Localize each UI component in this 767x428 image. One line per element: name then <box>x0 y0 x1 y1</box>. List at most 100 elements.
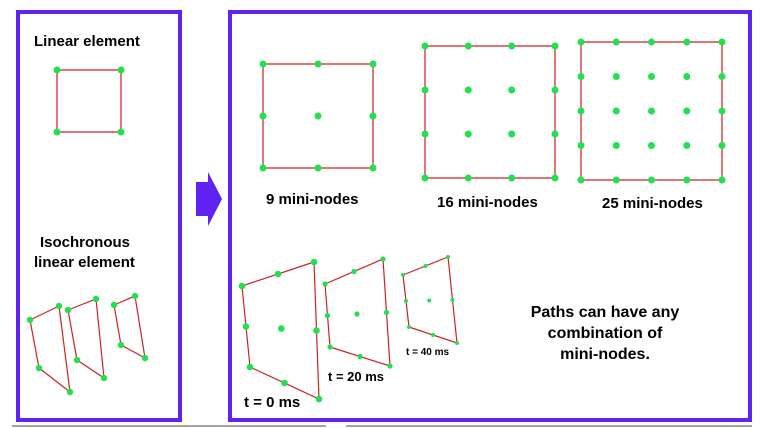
time-40-element-node <box>446 255 450 259</box>
time-40-label: t = 40 ms <box>406 347 450 358</box>
time-20-element-node <box>357 353 363 360</box>
iso-element-c-node <box>141 354 149 362</box>
note-line1: Paths can have any <box>530 304 680 321</box>
iso-element-b-node <box>73 356 81 364</box>
grid-25-node <box>577 38 585 46</box>
linear-element-node <box>117 66 125 74</box>
iso-element-c-node <box>117 341 125 349</box>
grid-25-node <box>648 107 655 115</box>
linear-element-node <box>53 66 61 74</box>
time-0-element-node <box>274 270 282 278</box>
iso-element-b-outline <box>67 298 105 380</box>
grid-25-node <box>683 176 691 184</box>
time-0-element-node <box>242 323 250 330</box>
grid-9-node <box>314 60 322 68</box>
time-20-element-node <box>322 281 328 287</box>
iso-element-a-outline <box>29 305 71 394</box>
grid-25-node <box>577 176 585 184</box>
grid-16-node <box>464 42 472 50</box>
grid-25-node <box>683 73 691 80</box>
grid-16-node <box>421 174 429 182</box>
right-panel-frame <box>228 10 752 422</box>
time-0-element-node <box>281 379 288 387</box>
grid-16-node <box>508 42 516 50</box>
grid-16-node <box>464 86 472 94</box>
iso-element-a-node <box>55 302 63 310</box>
grid-25-node <box>612 176 620 184</box>
time-20-element-node <box>383 309 390 316</box>
grid-9-node <box>369 60 377 68</box>
grid-25-node <box>612 38 620 46</box>
time-0-element-node <box>238 282 246 290</box>
time-40-element-node <box>404 299 408 303</box>
grid-9-node <box>369 164 377 172</box>
iso-element-a-node <box>66 388 74 396</box>
grid-25-node <box>718 142 726 149</box>
time-40-element-node <box>450 298 455 302</box>
grid-25-node <box>577 73 585 80</box>
time-0-label: t = 0 ms <box>244 394 301 411</box>
grid-25-node <box>718 73 726 80</box>
time-40-element-node <box>427 298 432 303</box>
grid-25-node <box>577 142 585 149</box>
grid-25-node <box>612 107 620 115</box>
time-0-element-node <box>246 363 254 371</box>
iso-element-a-node <box>35 364 43 372</box>
grid-16-node <box>551 174 559 182</box>
grid-16-node <box>508 86 516 94</box>
grid-25-node <box>648 142 655 149</box>
grid-25-label: 25 mini-nodes <box>602 195 703 212</box>
grid-9-node <box>259 112 267 120</box>
time-20-element-node <box>351 268 357 275</box>
grid-16-node <box>464 174 472 182</box>
linear-element-outline <box>56 69 122 133</box>
iso-element-c-node <box>110 301 118 309</box>
grid-16-node <box>551 130 559 138</box>
time-40-element-node <box>407 325 411 329</box>
grid-16-node <box>551 86 559 94</box>
grid-25-node <box>683 142 691 149</box>
time-20-element-node <box>327 344 333 350</box>
iso-element-a-node <box>26 316 34 324</box>
grid-25-node <box>648 176 655 184</box>
time-20-element-node <box>387 363 393 369</box>
drawing-layer <box>26 38 726 403</box>
time-20-element-node <box>354 311 360 317</box>
note-line3: mini-nodes. <box>560 346 650 363</box>
iso-element-b-node <box>64 306 72 314</box>
time-0-element-node <box>313 327 320 334</box>
iso-element-c-outline <box>113 295 146 360</box>
time-0-element-node <box>315 395 323 403</box>
grid-25-node <box>718 38 726 46</box>
left-panel-frame <box>16 10 182 422</box>
grid-16-node <box>421 86 429 94</box>
isochronous-title-line1: Isochronous <box>40 234 131 251</box>
grid-9-label: 9 mini-nodes <box>266 191 359 208</box>
isochronous-title-line2: linear element <box>34 254 135 271</box>
time-20-element-node <box>324 312 331 319</box>
grid-16-node <box>421 130 429 138</box>
grid-25-node <box>612 142 620 149</box>
grid-16-node <box>464 130 472 138</box>
time-0-element-node <box>278 325 285 332</box>
grid-25-node <box>648 38 655 46</box>
time-20-element-node <box>380 256 386 262</box>
linear-element-node <box>53 128 61 136</box>
grid-16-label: 16 mini-nodes <box>437 194 538 211</box>
grid-9-node <box>314 164 322 172</box>
time-0-element-node <box>310 258 318 266</box>
grid-25-node <box>718 107 726 115</box>
grid-25-node <box>683 107 691 115</box>
time-40-element-node <box>455 341 459 345</box>
grid-9-node <box>259 60 267 68</box>
grid-9-node <box>314 112 322 120</box>
grid-25-node <box>648 73 655 80</box>
grid-9-node <box>369 112 377 120</box>
time-20-label: t = 20 ms <box>328 369 385 384</box>
linear-element-node <box>117 128 125 136</box>
note-line2: combination of <box>547 325 663 342</box>
iso-element-b-node <box>100 374 108 382</box>
grid-16-node <box>421 42 429 50</box>
grid-16-node <box>508 130 516 138</box>
